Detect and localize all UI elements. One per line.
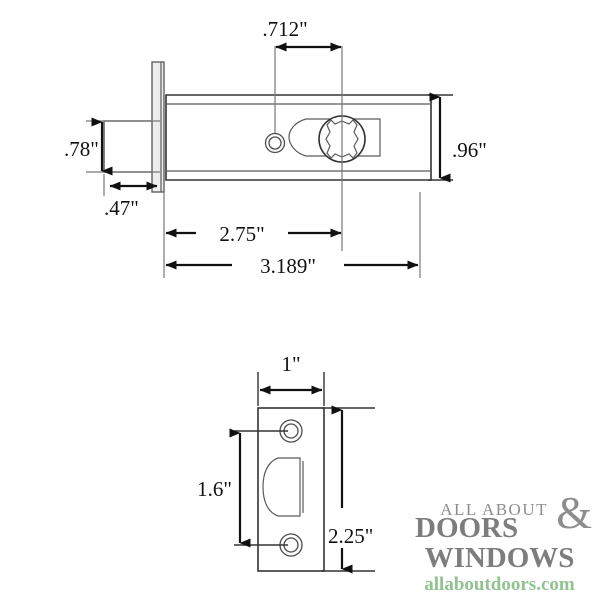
latch-opening [262, 457, 301, 517]
watermark-line-1: ALL ABOUT [440, 500, 548, 519]
cam-hub-outline [288, 118, 381, 157]
watermark-url: allaboutdoors.com [424, 574, 575, 595]
dim-label-overall-length: 3.189" [260, 254, 316, 278]
watermark-line-2: DOORS [415, 512, 519, 544]
latch-assembly-side-view: .712" .78" .47" .96" 2.75" 3.189" [64, 17, 487, 278]
dim-label-bore-offset: .712" [262, 17, 307, 41]
dim-label-plate-height: 2.25" [328, 524, 373, 548]
watermark-row: DOORS & [407, 490, 592, 544]
dim-label-screw-hole-spacing: 1.6" [197, 477, 232, 501]
dim-label-faceplate-thickness: .47" [104, 196, 139, 220]
dim-label-plate-height-mask [327, 508, 349, 548]
latch-bolt [103, 120, 158, 173]
watermark-line-3: WINDOWS [424, 542, 575, 574]
dim-label-body-height: .96" [452, 138, 487, 162]
strike-plate-front-view: 1" 1.6" 2.25" [197, 352, 375, 574]
watermark-logo: ALL ABOUT DOORS & WINDOWS allaboutdoors.… [407, 490, 592, 595]
latch-body [165, 94, 432, 181]
dim-label-latch-bolt-height: .78" [64, 137, 99, 161]
dim-label-overall-length-mask [232, 251, 344, 278]
dim-label-backset-mask [196, 220, 288, 246]
watermark-ampersand: & [556, 487, 592, 538]
dim-label-plate-width: 1" [281, 352, 300, 376]
pin-hole-inner [268, 136, 282, 150]
dim-label-backset: 2.75" [219, 222, 264, 246]
